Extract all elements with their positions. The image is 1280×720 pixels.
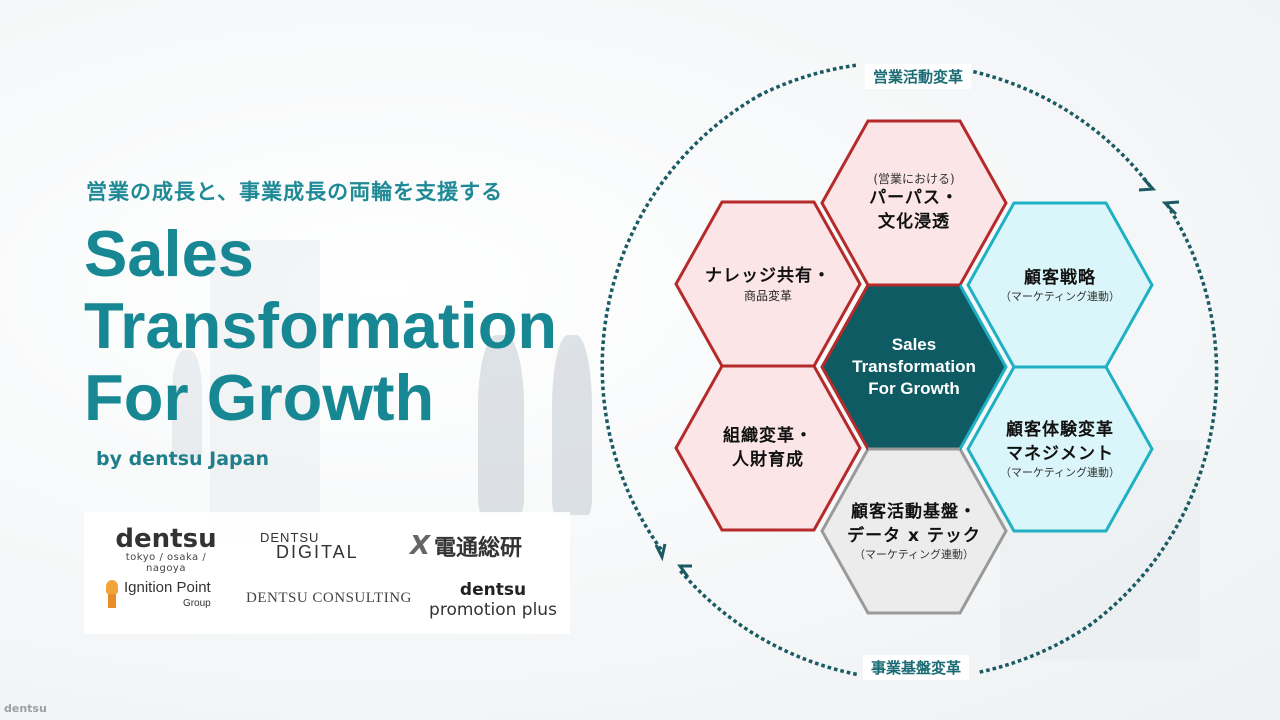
hex-upper-left-label: ナレッジ共有・ 商品変革: [705, 266, 831, 303]
logo-dentsu-digital: DENTSU DIGITAL: [260, 530, 359, 562]
hero-subtitle: 営業の成長と、事業成長の両輪を支援する: [86, 180, 504, 204]
hex-lower-right: [966, 365, 1154, 533]
hex-bottom-label: 顧客活動基盤・ データ x テック （マーケティング連動）: [847, 502, 981, 561]
hex-center: [820, 283, 1008, 451]
hero-title: Sales Transformation For Growth: [84, 218, 557, 434]
hex-upper-right-label: 顧客戦略 （マーケティング連動）: [999, 268, 1121, 303]
hero-title-line: Transformation: [84, 289, 558, 362]
cycle-arc-bottom-right: [977, 622, 1093, 675]
flame-icon: [104, 580, 120, 610]
cycle-circle: [600, 63, 1219, 677]
cycle-label-top: 営業活動変革: [864, 64, 972, 89]
group-logos-panel: dentsu tokyo / osaka / nagoya DENTSU DIG…: [84, 512, 570, 634]
logo-dentsu: dentsu tokyo / osaka / nagoya: [115, 524, 217, 574]
logo-dentsu-promotion-plus: dentsu promotion plus: [429, 580, 557, 620]
logo-ignition-point: Ignition Point Group: [104, 580, 211, 612]
hex-top-label: (営業における) パーパス・ 文化浸透: [869, 172, 959, 232]
arrow-down-left-icon: [654, 543, 667, 562]
logo-dentsu-soken: X 電通総研: [410, 531, 523, 561]
logo-dentsu-consulting: DENTSU CONSULTING: [246, 590, 412, 606]
cycle-arc-top-left: [757, 63, 860, 98]
hex-center-label: Sales Transformation For Growth: [852, 335, 976, 398]
background-figure: [172, 350, 202, 460]
background-building: [210, 240, 320, 540]
arrow-up-right-icon: [677, 564, 692, 578]
hex-lower-left: [674, 364, 862, 532]
hero-byline: by dentsu Japan: [96, 448, 269, 470]
cycle-arc-left: [600, 92, 763, 551]
cycle-arc-bottom-left: [675, 565, 858, 677]
hex-lower-left-label: 組織変革・ 人財育成: [723, 426, 813, 470]
background-figure: [552, 335, 592, 515]
hero-title-line: For Growth: [84, 361, 435, 434]
arrow-up-left-icon: [1161, 200, 1180, 216]
arrow-down-right-icon: [1138, 176, 1157, 192]
hero-title-line: Sales: [84, 217, 254, 290]
background-figure: [478, 335, 524, 515]
hex-lower-right-label: 顧客体験変革 マネジメント （マーケティング連動）: [999, 420, 1121, 479]
cycle-arc-top-right: [972, 69, 1153, 189]
cycle-label-bottom: 事業基盤変革: [862, 655, 970, 680]
soken-mark-icon: X: [410, 531, 431, 561]
footer-brand-logo: dentsu: [4, 702, 47, 715]
arrowheads: [654, 176, 1180, 578]
